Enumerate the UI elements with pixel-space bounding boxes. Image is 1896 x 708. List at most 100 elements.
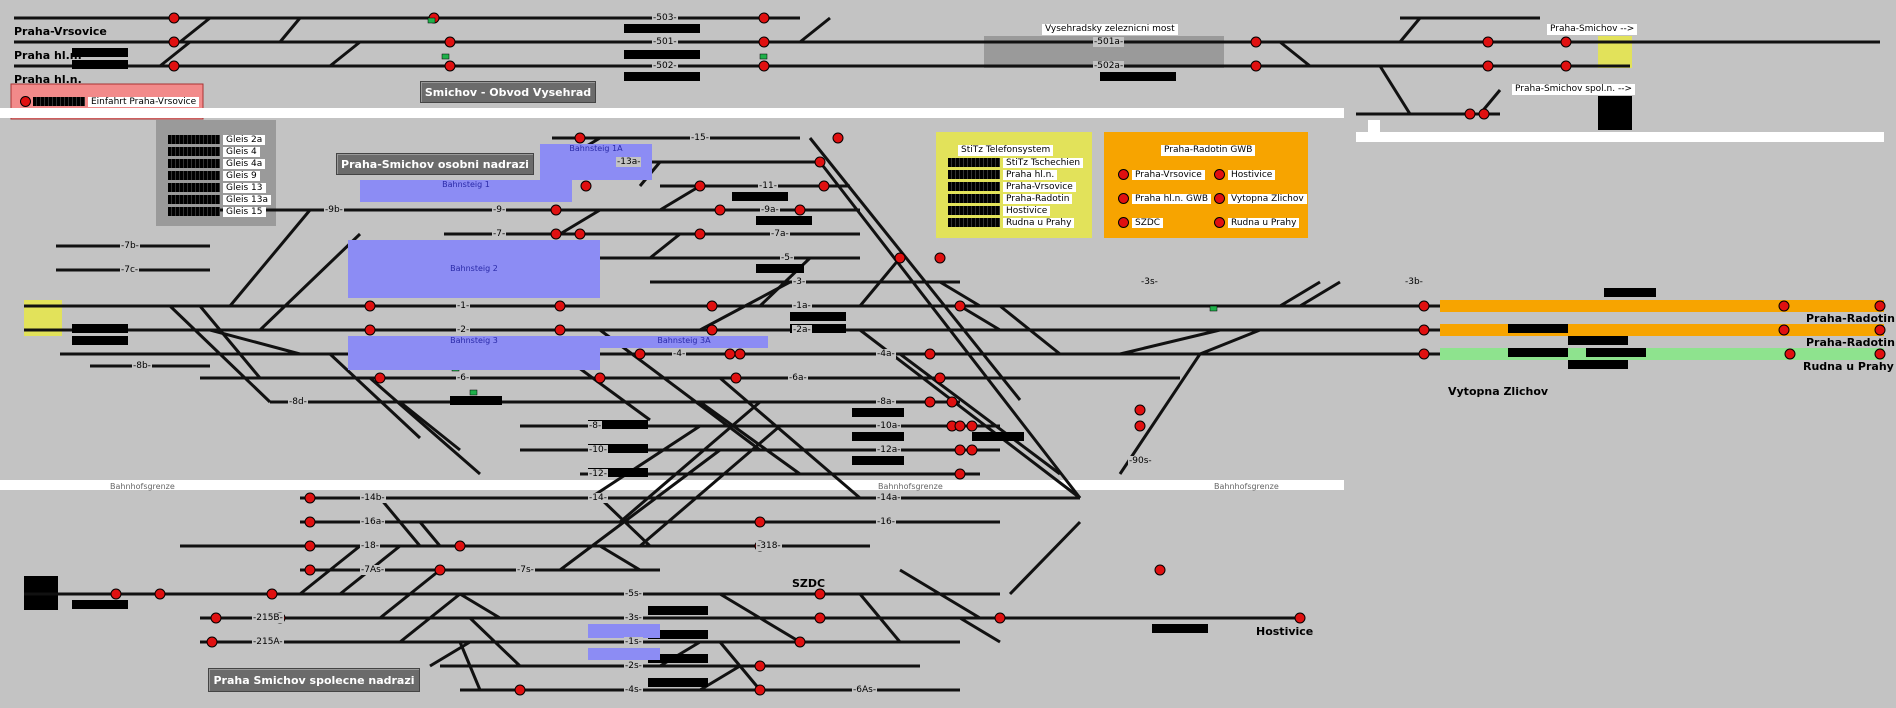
signal-red-icon[interactable] — [818, 180, 830, 192]
signal-red-icon[interactable] — [954, 468, 966, 480]
signal-red-icon[interactable] — [444, 36, 456, 48]
signal-red-icon[interactable] — [574, 132, 586, 144]
signal-red-icon[interactable] — [814, 612, 826, 624]
signal-red-icon[interactable] — [1778, 300, 1790, 312]
signal-red-icon[interactable] — [754, 684, 766, 696]
gleis-row[interactable]: Gleis 4a — [168, 158, 266, 169]
signal-red-icon[interactable] — [554, 324, 566, 336]
signal-red-icon[interactable] — [554, 300, 566, 312]
signal-red-icon[interactable] — [550, 228, 562, 240]
signal-red-icon[interactable] — [794, 636, 806, 648]
signal-red-icon[interactable] — [454, 540, 466, 552]
signal-red-icon[interactable] — [1418, 348, 1430, 360]
gleis-row[interactable]: Gleis 2a — [168, 134, 266, 145]
signal-red-icon[interactable] — [210, 612, 222, 624]
signal-red-icon[interactable] — [1464, 108, 1476, 120]
signal-red-icon[interactable] — [634, 348, 646, 360]
einfahrt-row[interactable]: Einfahrt Praha-Vrsovice — [20, 96, 200, 107]
gleis-row[interactable]: Gleis 4 — [168, 146, 260, 157]
telefon-row[interactable]: Praha-Vrsovice — [948, 181, 1076, 192]
signal-red-icon[interactable] — [814, 588, 826, 600]
signal-red-icon[interactable] — [304, 492, 316, 504]
signal-red-icon[interactable] — [304, 516, 316, 528]
signal-red-icon[interactable] — [1478, 108, 1490, 120]
signal-red-icon[interactable] — [110, 588, 122, 600]
signal-red-icon[interactable] — [1560, 60, 1572, 72]
signal-red-icon[interactable] — [374, 372, 386, 384]
gwb-row[interactable]: Praha hl.n. GWB — [1118, 193, 1212, 204]
signal-red-icon[interactable] — [364, 324, 376, 336]
signal-red-icon[interactable] — [1250, 36, 1262, 48]
signal-red-icon[interactable] — [1482, 60, 1494, 72]
signal-red-icon[interactable] — [758, 60, 770, 72]
telefon-row[interactable]: Rudna u Prahy — [948, 217, 1075, 228]
signal-red-icon[interactable] — [934, 252, 946, 264]
signal-red-icon[interactable] — [266, 588, 278, 600]
signal-red-icon[interactable] — [1874, 348, 1886, 360]
signal-red-icon[interactable] — [954, 420, 966, 432]
signal-red-icon[interactable] — [694, 228, 706, 240]
signal-red-icon[interactable] — [1250, 60, 1262, 72]
signal-red-icon[interactable] — [550, 204, 562, 216]
station-praha-smichov-spol-link[interactable]: Praha-Smichov spol.n. --> — [1512, 84, 1636, 95]
signal-red-icon[interactable] — [1560, 36, 1572, 48]
signal-red-icon[interactable] — [1874, 300, 1886, 312]
signal-red-icon[interactable] — [1418, 324, 1430, 336]
gleis-row[interactable]: Gleis 9 — [168, 170, 260, 181]
signal-red-icon[interactable] — [758, 12, 770, 24]
signal-red-icon[interactable] — [1778, 324, 1790, 336]
signal-red-icon[interactable] — [734, 348, 746, 360]
signal-red-icon[interactable] — [514, 684, 526, 696]
signal-red-icon[interactable] — [168, 36, 180, 48]
telefon-row[interactable]: Praha-Radotin — [948, 193, 1073, 204]
signal-red-icon[interactable] — [206, 636, 218, 648]
signal-red-icon[interactable] — [994, 612, 1006, 624]
gwb-title[interactable]: Praha-Radotin GWB — [1161, 145, 1256, 156]
signal-red-icon[interactable] — [946, 396, 958, 408]
signal-red-icon[interactable] — [594, 372, 606, 384]
signal-red-icon[interactable] — [724, 348, 736, 360]
signal-red-icon[interactable] — [934, 372, 946, 384]
telefon-row[interactable]: Praha hl.n. — [948, 169, 1058, 180]
signal-red-icon[interactable] — [1294, 612, 1306, 624]
gwb-row[interactable]: Rudna u Prahy — [1214, 217, 1300, 228]
signal-red-icon[interactable] — [924, 348, 936, 360]
signal-red-icon[interactable] — [754, 660, 766, 672]
signal-red-icon[interactable] — [894, 252, 906, 264]
signal-red-icon[interactable] — [966, 420, 978, 432]
gleis-row[interactable]: Gleis 13a — [168, 194, 272, 205]
signal-red-icon[interactable] — [1784, 348, 1796, 360]
telefon-row[interactable]: Hostivice — [948, 205, 1051, 216]
signal-red-icon[interactable] — [814, 156, 826, 168]
signal-red-icon[interactable] — [954, 300, 966, 312]
signal-red-icon[interactable] — [924, 396, 936, 408]
signal-red-icon[interactable] — [304, 540, 316, 552]
signal-red-icon[interactable] — [706, 324, 718, 336]
station-praha-smichov-link[interactable]: Praha-Smichov --> — [1547, 24, 1638, 35]
signal-red-icon[interactable] — [1874, 324, 1886, 336]
gwb-row[interactable]: Praha-Vrsovice — [1118, 169, 1205, 180]
signal-red-icon[interactable] — [580, 180, 592, 192]
signal-red-icon[interactable] — [794, 204, 806, 216]
signal-red-icon[interactable] — [304, 564, 316, 576]
signal-red-icon[interactable] — [1482, 36, 1494, 48]
gleis-row[interactable]: Gleis 15 — [168, 206, 266, 217]
gwb-row[interactable]: Hostivice — [1214, 169, 1276, 180]
signal-red-icon[interactable] — [168, 12, 180, 24]
signal-red-icon[interactable] — [730, 372, 742, 384]
signal-red-icon[interactable] — [434, 564, 446, 576]
gleis-row[interactable]: Gleis 13 — [168, 182, 266, 193]
signal-red-icon[interactable] — [832, 132, 844, 144]
signal-red-icon[interactable] — [1418, 300, 1430, 312]
signal-red-icon[interactable] — [364, 300, 376, 312]
signal-red-icon[interactable] — [444, 60, 456, 72]
signal-red-icon[interactable] — [706, 300, 718, 312]
gwb-row[interactable]: Vytopna Zlichov — [1214, 193, 1307, 204]
signal-red-icon[interactable] — [1134, 404, 1146, 416]
gwb-row[interactable]: SZDC — [1118, 217, 1164, 228]
signal-red-icon[interactable] — [714, 204, 726, 216]
signal-red-icon[interactable] — [694, 180, 706, 192]
signal-red-icon[interactable] — [168, 60, 180, 72]
signal-red-icon[interactable] — [966, 444, 978, 456]
telefon-row[interactable]: StiTz Tschechien — [948, 157, 1084, 168]
